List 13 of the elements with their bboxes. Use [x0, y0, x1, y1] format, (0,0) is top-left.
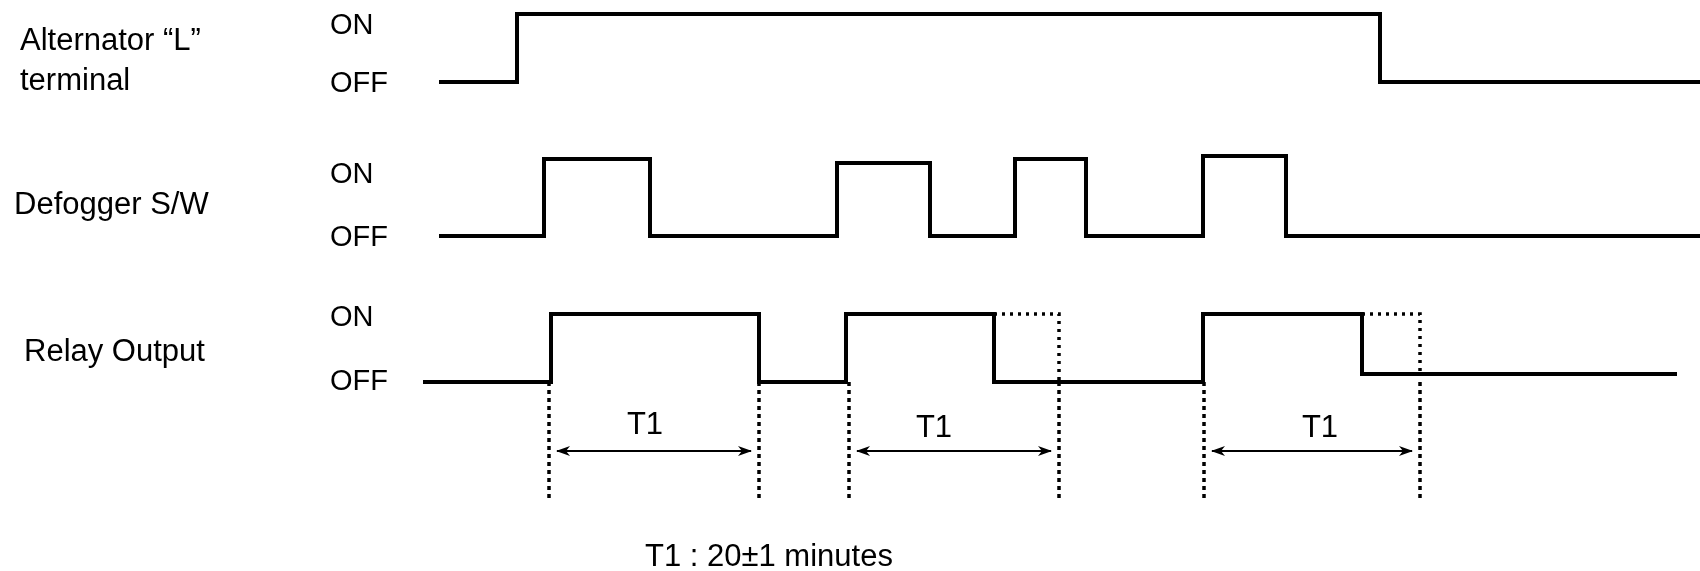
time-label: T1 [915, 408, 953, 446]
level-label: ON [330, 7, 374, 42]
level-label: ON [330, 299, 374, 334]
time-label: T1 [1301, 408, 1339, 446]
signal-name: Relay Output [24, 332, 205, 370]
level-label: OFF [330, 65, 388, 100]
level-label: OFF [330, 363, 388, 398]
level-label: OFF [330, 219, 388, 254]
signal-name: Defogger S/W [14, 185, 209, 223]
note: T1 : 20±1 minutes [645, 537, 893, 571]
signal-name: Alternator “L” terminal [20, 21, 202, 100]
time-label: T1 [626, 405, 664, 443]
level-label: ON [330, 156, 374, 191]
